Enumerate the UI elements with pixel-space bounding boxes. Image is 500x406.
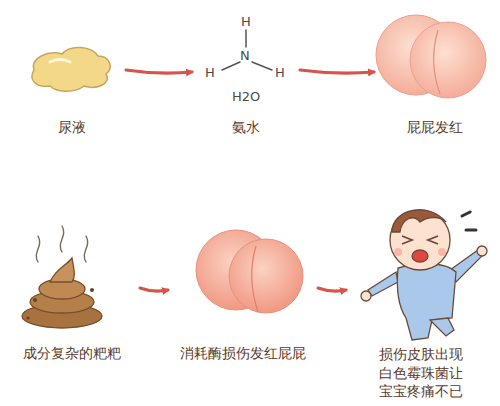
flow-arrow — [140, 288, 168, 291]
panel: 尿液 — [22, 30, 122, 136]
caption: 屁屁发红 — [405, 118, 465, 136]
panel: 屁屁发红 — [378, 5, 492, 136]
caption: 成分复杂的粑粑 — [21, 344, 123, 362]
panel: 损伤皮肤出现白色霉珠菌让宝宝疼痛不已 — [350, 205, 492, 400]
atom-label: H2O — [232, 90, 260, 103]
panel: 消耗酶损伤发红屁屁 — [172, 215, 314, 362]
caption: 消耗酶损伤发红屁屁 — [178, 344, 308, 362]
poop — [22, 258, 102, 328]
pain-marks — [462, 212, 476, 230]
caption: 损伤皮肤出现白色霉珠菌让宝宝疼痛不已 — [375, 345, 467, 400]
crying-baby — [361, 210, 487, 340]
atom-label: N — [240, 49, 250, 62]
flow-arrow — [318, 288, 346, 291]
atom-label: H — [275, 66, 285, 79]
caption: 氨水 — [230, 118, 262, 136]
atom-label: H — [205, 66, 215, 79]
caption: 尿液 — [56, 118, 88, 136]
molecule-bonds — [222, 30, 272, 70]
panel: 成分复杂的粑粑 — [8, 215, 136, 362]
damaged-bottom — [196, 230, 303, 313]
atom-label: H — [241, 15, 251, 28]
flow-arrow — [300, 70, 374, 73]
red-bottom — [376, 15, 486, 98]
flow-arrow — [126, 70, 192, 73]
stink-lines — [36, 226, 87, 262]
urine-puddle — [32, 47, 110, 91]
